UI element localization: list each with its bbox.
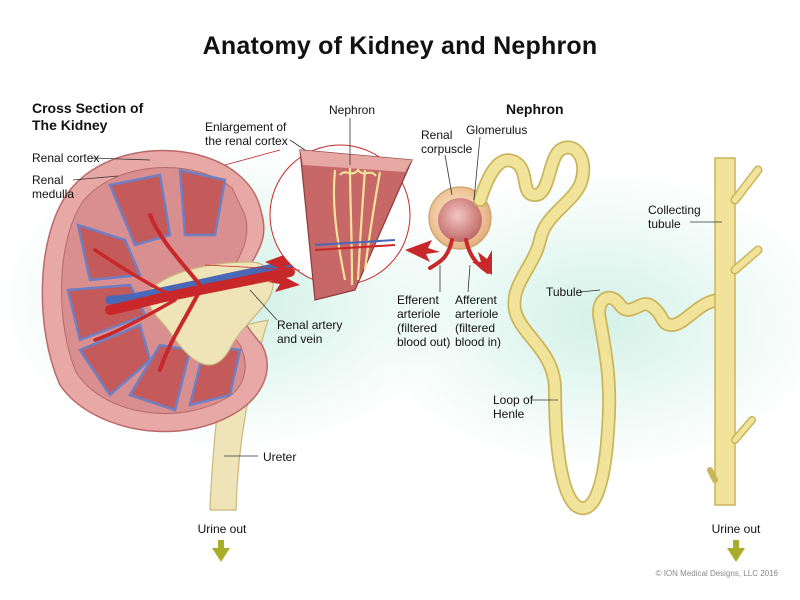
label-renal-artery-vein: Renal artery and vein	[277, 318, 343, 346]
label-renal-cortex: Renal cortex	[32, 151, 100, 165]
urine-out-arrow-left	[212, 540, 230, 562]
label-ureter: Ureter	[263, 450, 297, 464]
wedge-nephrons	[332, 167, 382, 286]
label-loop-of-henle: Loop of Henle	[493, 393, 534, 421]
urine-out-arrow-right	[727, 540, 745, 562]
glomerulus	[438, 198, 482, 242]
label-urine-out-left: Urine out	[197, 522, 247, 536]
label-glomerulus: Glomerulus	[466, 123, 528, 137]
flow-arrows-corpuscle	[405, 240, 492, 275]
renal-vessels	[93, 213, 295, 372]
label-enlargement: Enlargement of the renal cortex	[205, 120, 288, 148]
flow-arrows-kidney	[265, 252, 300, 292]
section-heading-kidney: Cross Section of The Kidney	[32, 100, 144, 133]
diagram-title: Anatomy of Kidney and Nephron	[202, 32, 598, 60]
label-nephron-small: Nephron	[329, 103, 376, 117]
label-efferent-arteriole: Efferent arteriole (filtered blood out)	[397, 293, 451, 349]
collecting-tubule	[707, 157, 763, 506]
label-collecting-tubule: Collecting tubule	[648, 203, 701, 231]
label-renal-medulla: Renal medulla	[32, 173, 75, 201]
label-urine-out-right: Urine out	[711, 522, 761, 536]
label-tubule: Tubule	[546, 285, 583, 299]
section-heading-nephron: Nephron	[506, 101, 564, 117]
leader-lines	[72, 118, 722, 457]
background-glow-right	[370, 170, 800, 470]
copyright-notice: © ION Medical Designs, LLC 2016	[655, 569, 778, 578]
label-renal-corpuscle: Renal corpuscle	[421, 128, 473, 156]
renal-pyramids	[66, 168, 242, 412]
label-afferent-arteriole: Afferent arteriole (filtered blood in)	[455, 293, 502, 349]
